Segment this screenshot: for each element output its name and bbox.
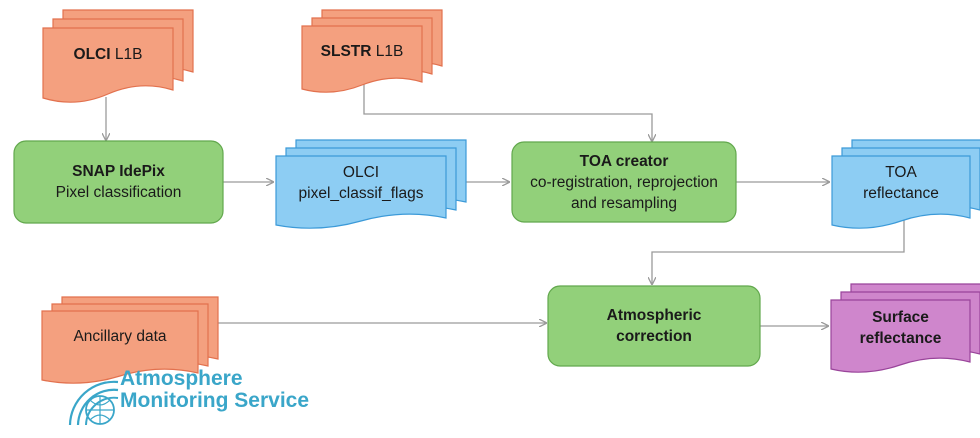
toa-reflectance-shape bbox=[831, 139, 980, 229]
surface-reflectance-line2: reflectance bbox=[859, 330, 942, 347]
olci-flags-line1: OLCI bbox=[342, 164, 380, 181]
logo-line2: Monitoring Service bbox=[120, 389, 310, 412]
olci-l1b-shape bbox=[42, 9, 194, 103]
toa-creator-title: TOA creator bbox=[579, 152, 669, 170]
idepix-shape bbox=[13, 140, 224, 224]
slstr-l1b-label: SLSTR L1B bbox=[302, 27, 422, 75]
slstr-l1b-rest: L1B bbox=[371, 42, 404, 60]
surface-reflectance-line1: Surface bbox=[872, 309, 929, 326]
idepix-subtitle: Pixel classification bbox=[55, 184, 182, 201]
toa-reflectance-line2: reflectance bbox=[863, 185, 939, 202]
olci-l1b-rest: L1B bbox=[110, 45, 143, 63]
olci-flags-label: OLCI pixel_classif_flags bbox=[276, 157, 446, 209]
idepix-title: SNAP IdePix bbox=[72, 163, 165, 180]
toa-creator-line3: and resampling bbox=[571, 194, 677, 212]
olci-flags-shape bbox=[275, 139, 467, 229]
globe-icon bbox=[68, 380, 119, 426]
olci-l1b-label: OLCI L1B bbox=[43, 30, 173, 78]
ancillary-shape bbox=[41, 296, 219, 384]
olci-flags-line2: pixel_classif_flags bbox=[298, 185, 424, 202]
surface-reflectance-shape bbox=[830, 283, 980, 373]
ancillary-label: Ancillary data bbox=[42, 312, 198, 360]
olci-l1b-bold: OLCI bbox=[73, 45, 111, 63]
toa-creator-line2: co-registration, reprojection bbox=[530, 173, 718, 191]
arrow-toa-to-atm-correction bbox=[652, 205, 905, 284]
ancillary-text: Ancillary data bbox=[73, 327, 167, 345]
atm-correction-label: Atmospheric correction bbox=[548, 286, 760, 366]
arrow-slstr-to-toa-creator bbox=[363, 84, 652, 141]
logo-wordmark: Atmosphere Monitoring Service bbox=[120, 368, 309, 412]
toa-reflectance-label: TOA reflectance bbox=[832, 157, 970, 209]
toa-creator-shape bbox=[511, 141, 737, 223]
surface-reflectance-label: Surface reflectance bbox=[831, 302, 970, 354]
atm-correction-line2: correction bbox=[616, 328, 692, 345]
toa-reflectance-line1: TOA bbox=[885, 164, 917, 181]
slstr-l1b-shape bbox=[301, 9, 443, 93]
idepix-label: SNAP IdePix Pixel classification bbox=[14, 141, 223, 223]
toa-creator-label: TOA creator co-registration, reprojectio… bbox=[512, 142, 736, 222]
slstr-l1b-bold: SLSTR bbox=[320, 42, 372, 60]
logo-line1: Atmosphere bbox=[120, 367, 243, 390]
atm-correction-line1: Atmospheric bbox=[606, 307, 702, 324]
atm-correction-shape bbox=[547, 285, 761, 367]
